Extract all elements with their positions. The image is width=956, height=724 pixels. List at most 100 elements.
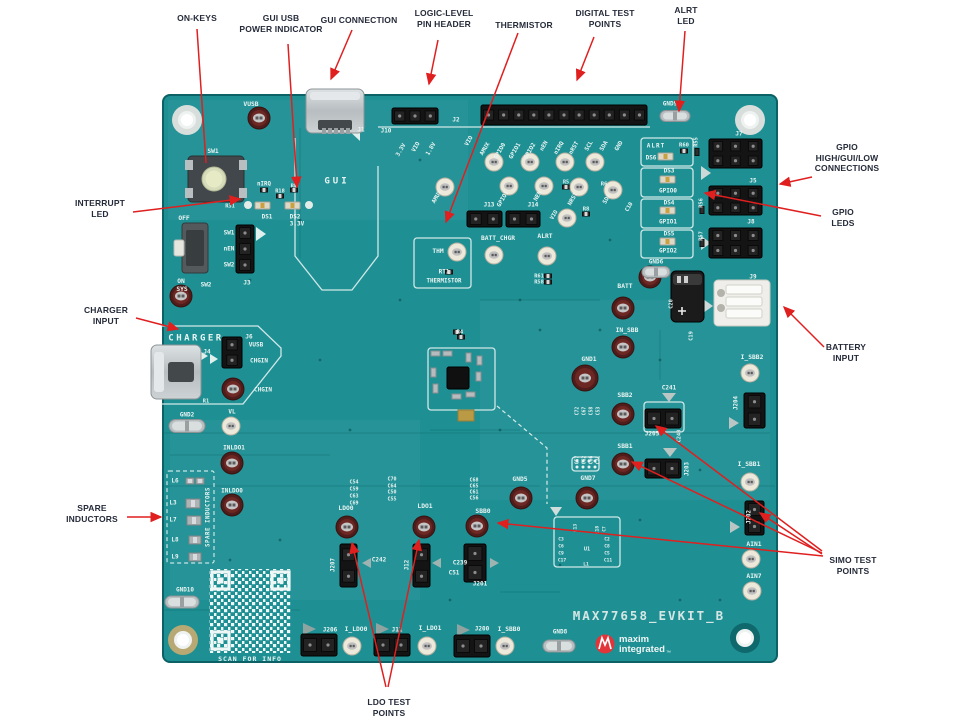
header-pin	[399, 643, 403, 647]
charger-usb-connector	[150, 344, 202, 400]
led-indicator	[659, 237, 676, 246]
silk-dot	[581, 459, 585, 463]
chip-capacitor	[432, 383, 439, 394]
silkscreen-text: R57	[699, 231, 705, 241]
annotation-arrow	[132, 195, 242, 213]
silkscreen-text: C61	[469, 490, 478, 496]
via	[398, 298, 402, 302]
header-pin	[473, 570, 477, 575]
header-pin	[243, 263, 247, 267]
chip-resistor	[459, 335, 463, 339]
annotation-arrow	[135, 317, 180, 332]
test-point	[495, 636, 515, 656]
pin-header	[235, 224, 255, 274]
silk-triangle-icon	[303, 623, 316, 635]
test-point	[220, 493, 244, 517]
test-point	[659, 110, 691, 122]
test-point	[520, 152, 540, 172]
header-pin	[517, 113, 521, 117]
silkscreen-text: C3	[558, 537, 564, 543]
silkscreen-text: GND10	[176, 587, 194, 594]
logo-integrated-text: integrated	[619, 644, 665, 655]
silkscreen-text: BATT	[617, 283, 632, 290]
header-pin	[751, 206, 755, 210]
test-point	[542, 639, 576, 653]
silkscreen-text: SPARE INDUCTORS	[206, 487, 212, 547]
test-point	[740, 472, 760, 492]
led-window	[305, 201, 313, 209]
silkscreen-text: C56	[469, 496, 478, 502]
header-pin	[346, 553, 351, 557]
led-indicator	[659, 206, 676, 215]
silkscreen-text: I_LDO1	[419, 625, 442, 632]
silkscreen-text: I_LDO0	[345, 626, 368, 633]
via	[498, 428, 502, 432]
chip-capacitor	[465, 391, 476, 398]
qr-finder	[277, 577, 284, 584]
led-indicator	[284, 201, 301, 210]
header-pin	[733, 191, 738, 195]
chip-resistor	[447, 270, 451, 274]
route-dashed-line	[496, 405, 548, 504]
maxim-integrated-logo: maxim integrated ™	[595, 634, 671, 656]
annotation-arrow	[778, 176, 813, 187]
chip-resistor	[699, 206, 705, 214]
test-point	[435, 177, 455, 197]
silkscreen-text: DS3	[664, 168, 675, 175]
pin-header	[480, 104, 648, 126]
header-pin	[716, 206, 720, 210]
annotation-arrow	[496, 518, 824, 557]
via	[298, 218, 302, 222]
silkscreen-text: J11	[392, 627, 403, 634]
slide-switch-sw2	[173, 222, 209, 274]
test-point	[465, 514, 489, 538]
silkscreen-text: J14	[528, 202, 539, 209]
silkscreen-text: L1	[583, 562, 589, 568]
silkscreen-text: C9	[558, 551, 564, 557]
silk-triangle-icon	[432, 558, 441, 568]
chip-capacitor	[476, 355, 483, 366]
silkscreen-text: J201	[473, 581, 488, 588]
silkscreen-text: J204	[734, 396, 740, 410]
annotation-arrow	[654, 425, 823, 552]
pin-header	[463, 543, 487, 583]
silkscreen-text: INLDO0	[221, 488, 243, 495]
pin-header	[644, 458, 682, 479]
annotation-arrow	[387, 538, 422, 688]
header-pin	[491, 217, 495, 221]
header-pin	[751, 233, 755, 238]
test-point	[221, 377, 245, 401]
test-point	[741, 549, 761, 569]
pin-header	[221, 336, 243, 369]
silkscreen-text: OFF	[178, 215, 190, 222]
silkscreen-text: R61	[534, 274, 544, 280]
silk-triangle-icon	[362, 558, 371, 568]
header-pin	[473, 551, 477, 556]
header-pin	[502, 113, 506, 117]
silkscreen-text: R60	[679, 143, 689, 149]
chip-resistor	[546, 274, 550, 278]
silkscreen-text: LDO0	[338, 505, 353, 512]
silkscreen-text: C242	[372, 557, 387, 564]
header-pin	[529, 217, 534, 221]
battery-connector	[713, 279, 771, 327]
header-pin	[733, 159, 738, 163]
header-pin	[716, 191, 720, 195]
gui-usb-connector	[305, 88, 365, 134]
header-pin	[413, 114, 417, 118]
header-pin	[716, 144, 720, 148]
silkscreen-text: GND9	[663, 101, 678, 108]
test-point	[164, 595, 200, 609]
test-point	[611, 402, 635, 426]
silkscreen-text: J7	[735, 131, 743, 138]
pin-header	[300, 633, 338, 657]
silkscreen-text: C66	[589, 456, 595, 465]
callout-gui-usb-power-indicator: GUI USB POWER INDICATOR	[239, 13, 323, 34]
callout-digital-test-points: DIGITAL TEST POINTS	[575, 8, 635, 29]
silkscreen-text: C53	[596, 407, 602, 416]
pin-header	[391, 107, 439, 125]
silkscreen-text: LDO1	[417, 503, 432, 510]
pin-header	[743, 392, 766, 429]
annotation-arrow	[703, 189, 822, 217]
silkscreen-text: C8	[604, 544, 610, 550]
